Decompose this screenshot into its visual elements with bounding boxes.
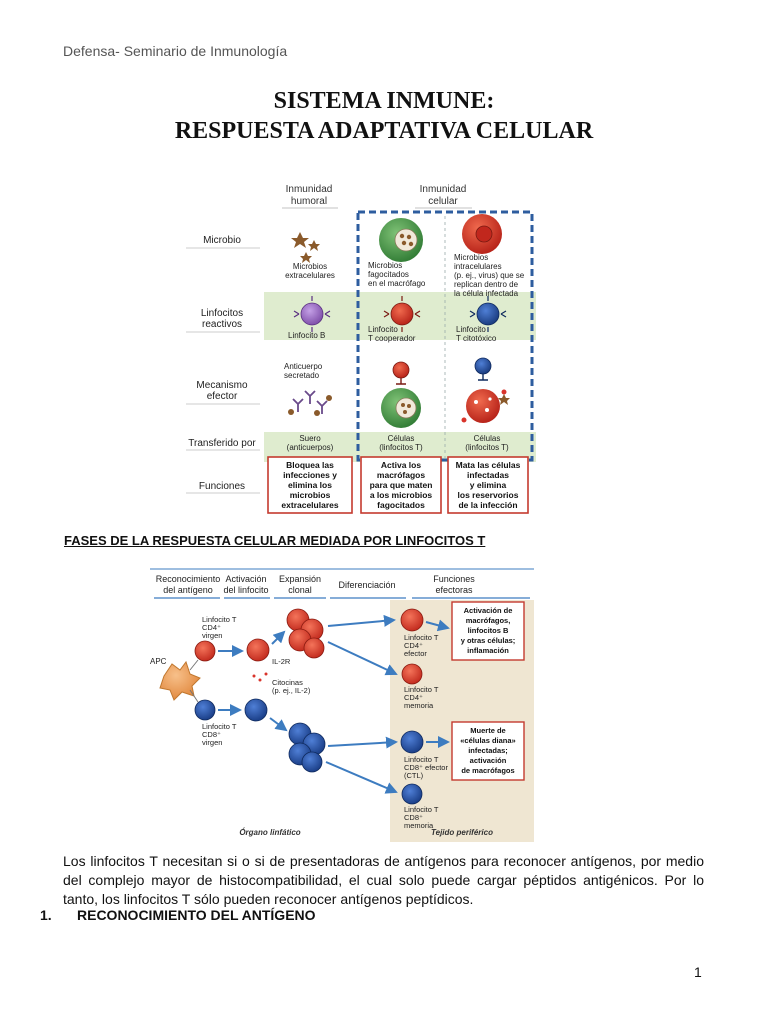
cd4-virgin-cell-icon [195, 641, 215, 661]
ctl-killing-cell-icon [462, 358, 511, 423]
cd4-activated-cell-icon [247, 639, 269, 661]
infected-cell-icon [462, 214, 502, 254]
antibody-icon [293, 391, 327, 414]
cd4-memory-cell-icon [402, 664, 422, 684]
page-header-note: Defensa- Seminario de Inmunología [63, 43, 287, 59]
helper-t-activating-macrophage-icon [381, 362, 421, 428]
phase-diferenciacion: Diferenciación [338, 580, 395, 590]
page-number: 1 [694, 964, 702, 980]
section-heading: FASES DE LA RESPUESTA CELULAR MEDIADA PO… [64, 533, 485, 548]
body-paragraph: Los linfocitos T necesitan si o si de pr… [63, 852, 704, 909]
macrophage-icon [379, 218, 423, 262]
numbered-heading-text: RECONOCIMIENTO DEL ANTÍGENO [77, 907, 316, 923]
cd8-memory-cell-icon [402, 784, 422, 804]
row-label-microbio: Microbio [203, 235, 241, 246]
title-line-1: SISTEMA INMUNE: [0, 86, 768, 116]
organo-label: Órgano linfático [239, 828, 300, 837]
numbered-heading-number: 1. [40, 907, 77, 923]
cd8-virgin-cell-icon [195, 700, 215, 720]
cd8-effector-cell-icon [401, 731, 423, 753]
apc-label: APC [150, 657, 167, 666]
numbered-heading: 1.RECONOCIMIENTO DEL ANTÍGENO [40, 907, 316, 923]
il2r-label: IL-2R [272, 657, 291, 666]
lymph-label-humoral: Linfocito B [288, 331, 325, 340]
tejido-label: Tejido periférico [431, 828, 493, 837]
row-label-transferido: Transferido por [188, 438, 256, 449]
page-title: SISTEMA INMUNE: RESPUESTA ADAPTATIVA CEL… [0, 86, 768, 146]
cd4-effector-cell-icon [401, 609, 423, 631]
row-label-funciones: Funciones [199, 481, 245, 492]
title-line-2: RESPUESTA ADAPTATIVA CELULAR [0, 116, 768, 146]
cd8-activated-cell-icon [245, 699, 267, 721]
extracellular-microbes-icon [291, 232, 320, 263]
